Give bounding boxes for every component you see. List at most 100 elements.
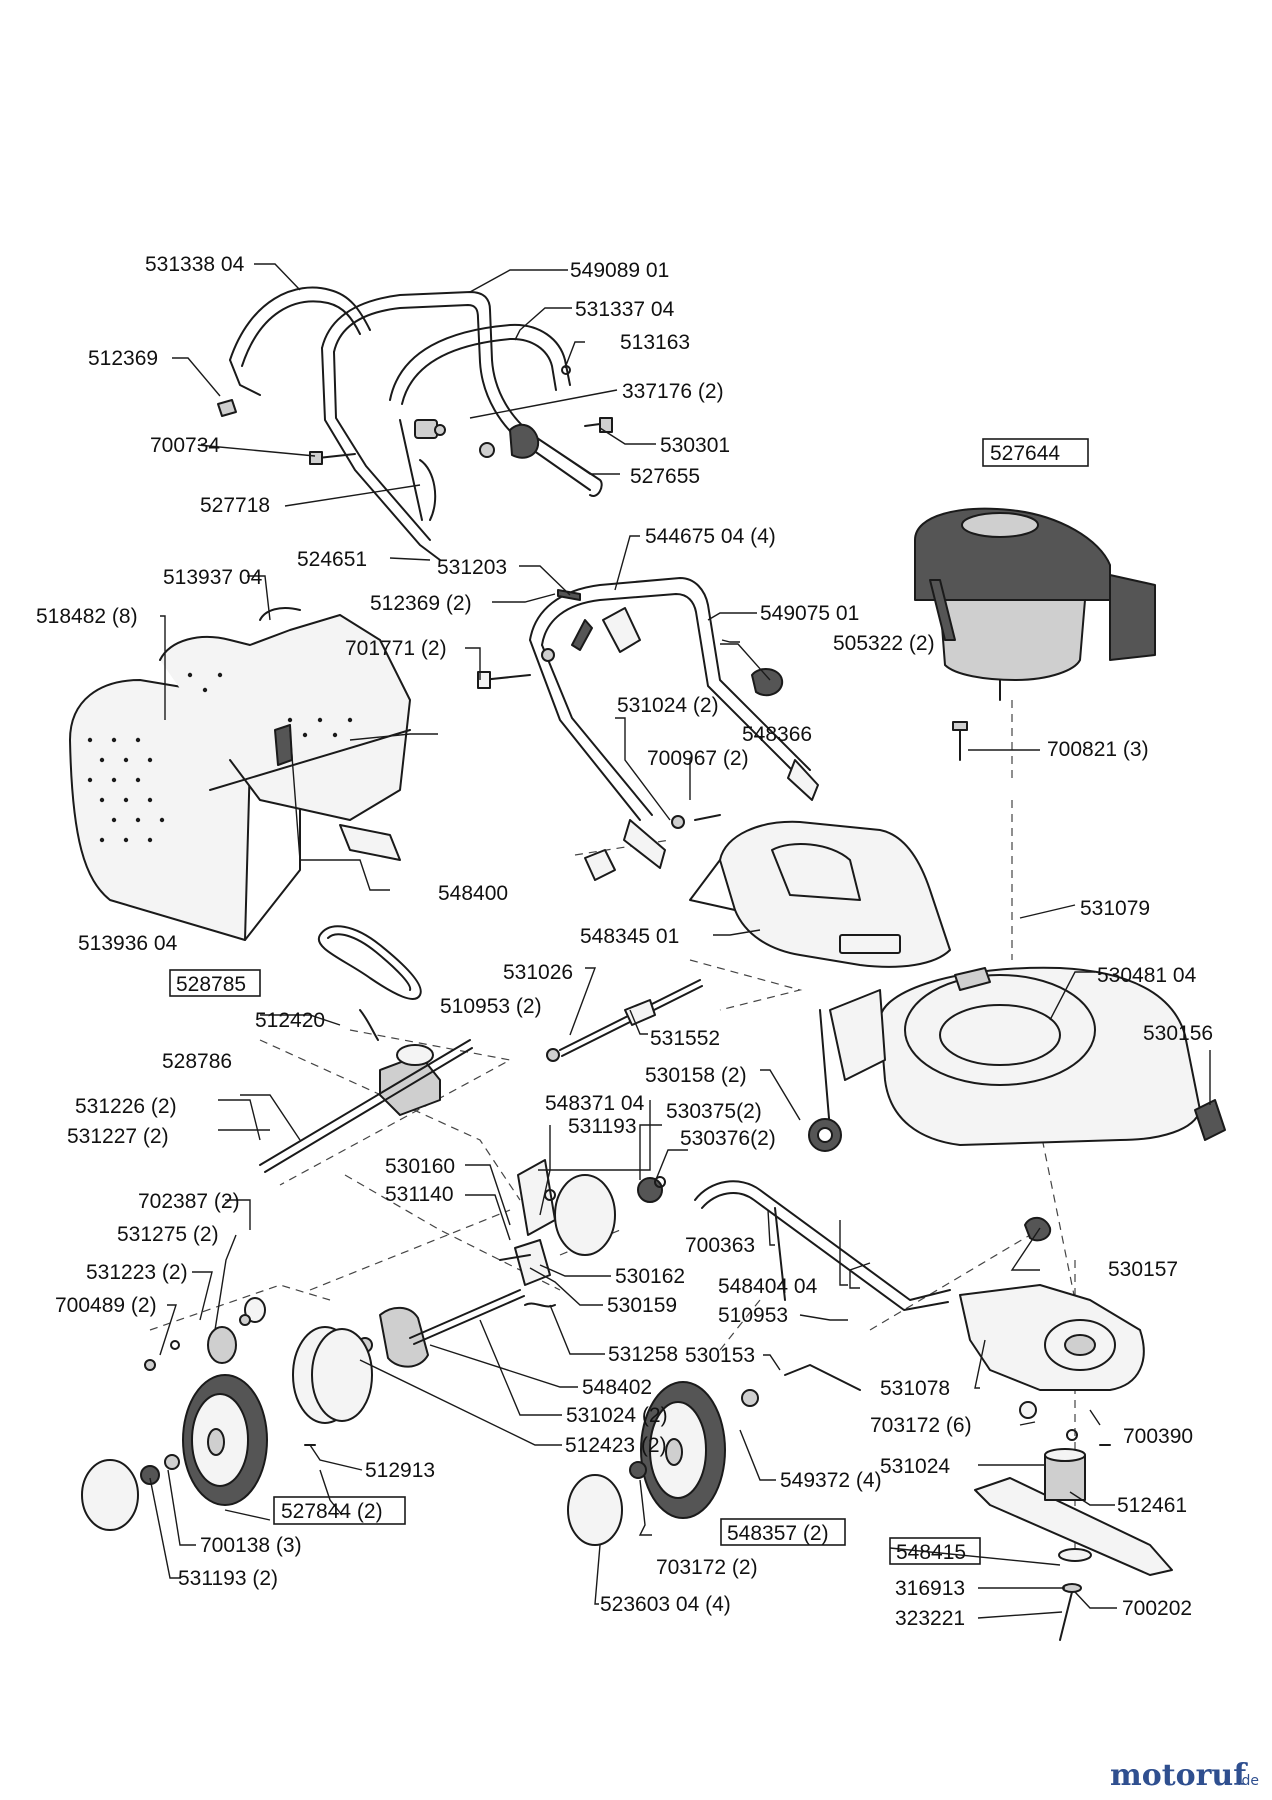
part-label: 530157 [1108, 1258, 1178, 1281]
wheel-axle-548402 [379, 1289, 556, 1368]
part-label: 527718 [200, 494, 270, 517]
part-label: 337176 (2) [622, 380, 724, 403]
part-label: 531227 (2) [67, 1125, 169, 1148]
part-label: 527655 [630, 465, 700, 488]
part-label: 544675 04 (4) [645, 525, 776, 548]
engine-527644 [914, 507, 1156, 701]
boxed-part-label: 528785 [176, 973, 246, 996]
part-label: 510953 [718, 1304, 788, 1327]
leader-lines [149, 263, 1211, 1619]
part-label: 513937 04 [163, 566, 263, 589]
upper-handle-549089 [321, 291, 603, 561]
part-label: 513163 [620, 331, 690, 354]
part-label: 701771 (2) [345, 637, 447, 660]
part-label: 530153 [685, 1344, 755, 1367]
part-label: 531258 [608, 1343, 678, 1366]
part-label: 531079 [1080, 897, 1150, 920]
part-label: 505322 (2) [833, 632, 935, 655]
part-label: 530481 04 [1097, 964, 1197, 987]
part-label: 512369 [88, 347, 158, 370]
part-label: 513936 04 [78, 932, 178, 955]
part-label: 316913 [895, 1577, 965, 1600]
watermark-brand: motoruf [1110, 1758, 1248, 1793]
part-label: 531193 (2) [178, 1567, 278, 1590]
part-label: 323221 [895, 1607, 965, 1630]
part-label: 524651 [297, 548, 367, 571]
blade-assembly-548415 [974, 1401, 1173, 1641]
left-hubcap-parts [81, 1444, 316, 1531]
part-label: 531203 [437, 556, 507, 579]
part-label: 700734 [150, 434, 220, 457]
part-label: 530159 [607, 1294, 677, 1317]
upper-handle-fasteners [217, 365, 613, 521]
part-label: 530156 [1143, 1022, 1213, 1045]
part-label: 700138 (3) [200, 1534, 302, 1557]
part-label: 548400 [438, 882, 508, 905]
grass-catcher [69, 607, 411, 941]
part-label: 548366 [742, 723, 812, 746]
part-label: 700489 (2) [55, 1294, 157, 1317]
part-label: 512461 [1117, 1494, 1187, 1517]
part-label: 531078 [880, 1377, 950, 1400]
boxed-part-labels: 527644 528785 527844 (2) 548357 (2) 5484… [176, 442, 1060, 1564]
part-label: 548345 01 [580, 925, 679, 948]
transmission-528786 [259, 1009, 473, 1173]
side-clip-530156 [1194, 1099, 1226, 1141]
part-label: 530376(2) [680, 1127, 776, 1150]
mower-deck-530481 [819, 966, 1201, 1242]
part-label: 531024 (2) [566, 1404, 668, 1427]
watermark-logo: motoruf .de [1110, 1758, 1259, 1793]
rear-flap-548345 [689, 820, 951, 968]
part-label: 530375(2) [666, 1100, 762, 1123]
part-label: 548402 [582, 1376, 652, 1399]
lower-handle-549075 [529, 577, 819, 869]
part-label: 703172 (2) [656, 1556, 758, 1579]
handle-bar-531337 [389, 323, 571, 405]
boxed-label-frames [169, 438, 1089, 1565]
part-label: 512423 (2) [565, 1434, 667, 1457]
part-label: 548404 04 [718, 1275, 818, 1298]
gear-bracket-530158 [808, 1118, 842, 1152]
boxed-part-label: 548357 (2) [727, 1522, 829, 1545]
rear-axle-548404 [694, 1180, 951, 1311]
part-label: 531275 (2) [117, 1223, 219, 1246]
part-label: 530160 [385, 1155, 455, 1178]
part-label: 512913 [365, 1459, 435, 1482]
part-label: 700363 [685, 1234, 755, 1257]
handle-bar-531338 [229, 286, 371, 396]
part-label: 528786 [162, 1050, 232, 1073]
right-wheel-548357 [567, 1364, 861, 1546]
part-label: 531024 [880, 1455, 950, 1478]
part-label: 548371 04 [545, 1092, 645, 1115]
part-label: 531338 04 [145, 253, 245, 276]
part-label: 531552 [650, 1027, 720, 1050]
part-label: 700202 [1122, 1597, 1192, 1620]
left-wheel-527844 [182, 1374, 268, 1506]
drive-belt-528785 [317, 925, 422, 1000]
lower-handle-fasteners [477, 589, 784, 881]
watermark-suffix: .de [1237, 1773, 1259, 1789]
part-label: 530162 [615, 1265, 685, 1288]
left-small-parts [144, 1297, 373, 1424]
part-label: 531223 (2) [86, 1261, 188, 1284]
part-label: 531226 (2) [75, 1095, 177, 1118]
part-label: 518482 (8) [36, 605, 138, 628]
part-label: 512420 [255, 1009, 325, 1032]
part-label: 549089 01 [570, 259, 669, 282]
catcher-texture [87, 672, 353, 843]
part-label: 700390 [1123, 1425, 1193, 1448]
boxed-part-label: 527644 [990, 442, 1060, 465]
left-bracket-parts [499, 1159, 666, 1286]
boxed-part-label: 527844 (2) [281, 1500, 383, 1523]
part-label: 531026 [503, 961, 573, 984]
part-label: 531193 [568, 1115, 637, 1138]
part-label: 702387 (2) [138, 1190, 240, 1213]
part-label: 523603 04 (4) [600, 1593, 731, 1616]
part-label: 549372 (4) [780, 1469, 882, 1492]
part-label: 531024 (2) [617, 694, 719, 717]
part-label: 700967 (2) [647, 747, 749, 770]
part-label: 530158 (2) [645, 1064, 747, 1087]
bolt-700821 [952, 721, 968, 761]
part-label: 531140 [385, 1183, 454, 1206]
